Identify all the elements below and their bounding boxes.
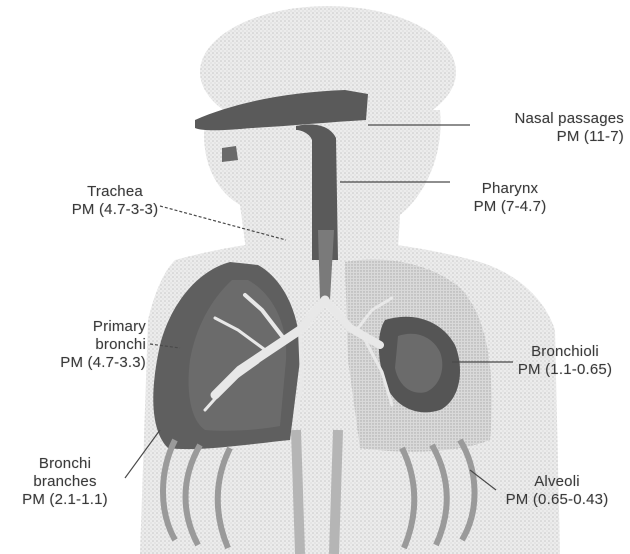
- bronchi-branches-line2: branches: [2, 473, 128, 491]
- bronchioli-pm: PM (1.1-0.65): [502, 361, 628, 379]
- trachea-name: Trachea: [55, 183, 175, 201]
- bronchi-branches-pm: PM (2.1-1.1): [2, 491, 128, 509]
- pharynx-label: Pharynx PM (7-4.7): [440, 180, 580, 216]
- primary-bronchi-line2: bronchi: [10, 336, 146, 354]
- bronchi-branches-line1: Bronchi: [2, 455, 128, 473]
- bronchioli-name: Bronchioli: [502, 343, 628, 361]
- nasal-passages-pm: PM (11-7): [472, 128, 624, 146]
- bronchi-branches-label: Bronchi branches PM (2.1-1.1): [2, 455, 128, 509]
- nasal-passages-name: Nasal passages: [472, 110, 624, 128]
- alveoli-pm: PM (0.65-0.43): [488, 491, 626, 509]
- pharynx-name: Pharynx: [440, 180, 580, 198]
- primary-bronchi-pm: PM (4.7-3.3): [10, 354, 146, 372]
- alveoli-label: Alveoli PM (0.65-0.43): [488, 473, 626, 509]
- primary-bronchi-label: Primary bronchi PM (4.7-3.3): [10, 318, 146, 372]
- primary-bronchi-line1: Primary: [10, 318, 146, 336]
- trachea-label: Trachea PM (4.7-3-3): [55, 183, 175, 219]
- trachea-pm: PM (4.7-3-3): [55, 201, 175, 219]
- alveoli-name: Alveoli: [488, 473, 626, 491]
- pharynx-pm: PM (7-4.7): [440, 198, 580, 216]
- bronchioli-label: Bronchioli PM (1.1-0.65): [502, 343, 628, 379]
- nasal-passages-label: Nasal passages PM (11-7): [472, 110, 624, 146]
